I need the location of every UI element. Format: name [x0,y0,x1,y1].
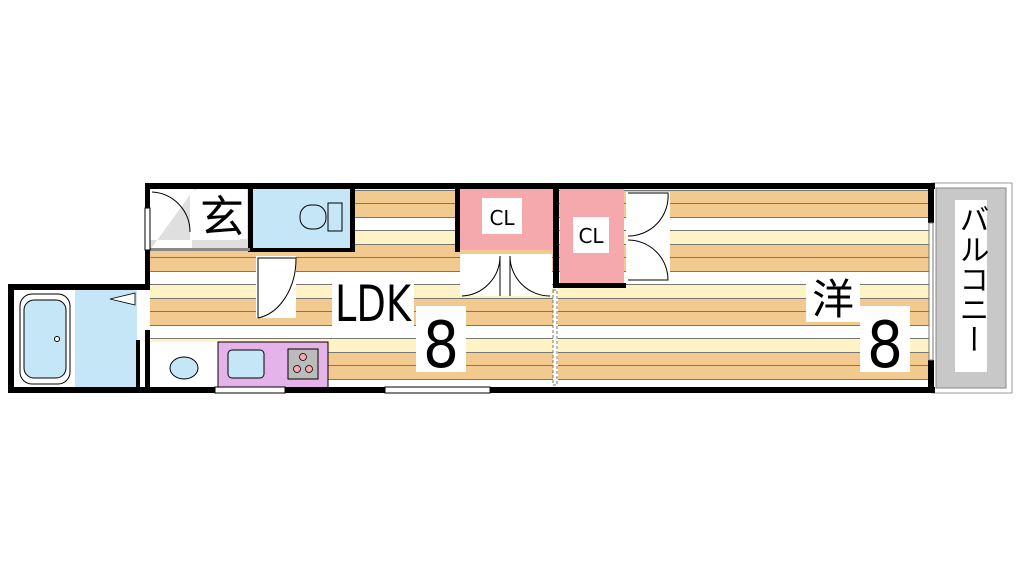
closet-1-doors [460,254,552,297]
western-room-label: 洋 [812,275,854,324]
sink-icon [227,349,265,379]
washbasin-icon [169,356,199,380]
kitchen [150,341,329,389]
toilet-icon [299,204,327,230]
bathroom [14,289,147,388]
windows [144,207,934,394]
closet-2-label: CL [578,224,604,248]
balcony [931,182,1013,394]
walls [8,183,935,393]
toilet-room [250,188,352,250]
ldk-size: 8 [423,309,459,383]
ldk-label: LDK [335,275,412,333]
toilet-door [256,256,297,319]
entrance-label: 玄 [200,192,244,243]
balcony-label: バルコニー [954,204,989,354]
closet-1-label: CL [489,206,515,230]
western-room-size: 8 [867,309,903,383]
closet-2-doors [626,192,670,284]
